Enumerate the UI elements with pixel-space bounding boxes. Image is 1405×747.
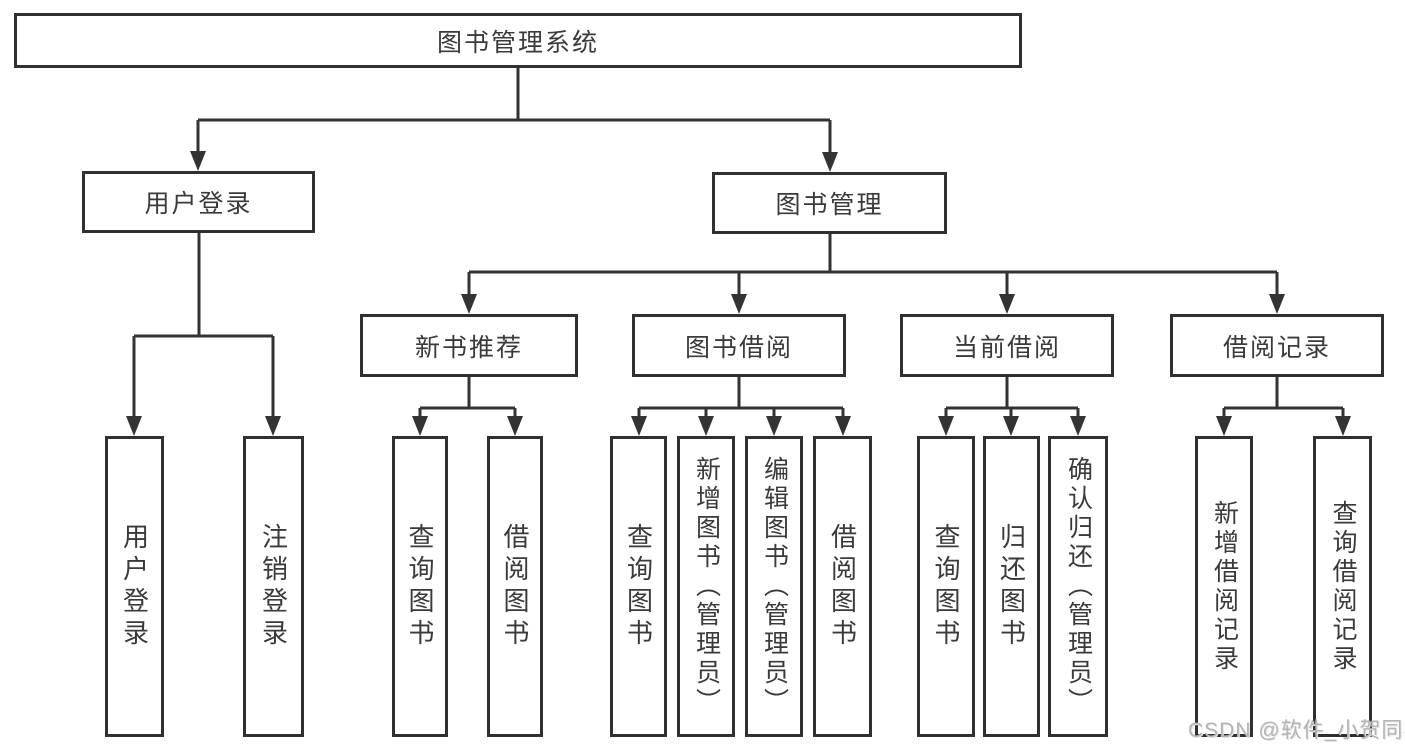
- node-borrow-records-label: 借阅记录: [1222, 333, 1331, 362]
- leaf-user-login-label: 用户登录: [119, 522, 150, 651]
- arrowhead: [412, 416, 428, 436]
- arrowhead: [766, 416, 782, 436]
- arrowhead: [507, 416, 523, 436]
- leaf-add-books-admin: 新增图书（管理员）: [677, 436, 735, 737]
- node-book-borrow: 图书借阅: [632, 314, 846, 377]
- node-user-login-label: 用户登录: [144, 190, 253, 218]
- leaf-confirm-return-admin-label: 确认归还（管理员）: [1064, 456, 1093, 717]
- wire-newbook-split: [418, 377, 517, 420]
- arrowhead: [190, 151, 206, 171]
- arrowhead: [938, 416, 954, 436]
- leaf-query-borrow-record-label: 查询借阅记录: [1329, 499, 1357, 674]
- node-current-borrow-label: 当前借阅: [952, 333, 1061, 362]
- leaf-borrow-query-books: 查询图书: [610, 436, 667, 737]
- node-root-label: 图书管理系统: [436, 28, 599, 57]
- leaf-newbook-borrow-books-label: 借阅图书: [500, 522, 530, 651]
- node-new-book-recommend-label: 新书推荐: [414, 333, 523, 362]
- arrowhead: [1216, 416, 1232, 436]
- node-borrow-records: 借阅记录: [1170, 314, 1384, 377]
- arrowhead: [1335, 416, 1351, 436]
- arrowhead: [1070, 416, 1086, 436]
- csdn-watermark: CSDN @软件_小贺同学: [1188, 719, 1405, 742]
- node-root: 图书管理系统: [14, 13, 1022, 68]
- arrowhead: [126, 416, 142, 436]
- node-current-borrow: 当前借阅: [900, 314, 1114, 377]
- leaf-edit-books-admin: 编辑图书（管理员）: [745, 436, 803, 737]
- leaf-logout-label: 注销登录: [258, 522, 289, 651]
- leaf-add-borrow-record: 新增借阅记录: [1195, 436, 1253, 737]
- wire-records-split: [1222, 377, 1345, 420]
- arrowhead: [835, 416, 851, 436]
- node-book-management: 图书管理: [712, 172, 947, 234]
- leaf-query-borrow-record: 查询借阅记录: [1313, 436, 1372, 737]
- arrowhead: [461, 294, 477, 314]
- node-user-login: 用户登录: [82, 171, 315, 233]
- arrowhead: [1269, 294, 1285, 314]
- arrowhead: [1003, 416, 1019, 436]
- leaf-newbook-query-books-label: 查询图书: [405, 522, 435, 651]
- arrowhead: [999, 294, 1015, 314]
- leaf-borrow-books: 借阅图书: [813, 436, 872, 737]
- arrowhead: [698, 416, 714, 436]
- leaf-current-query-books: 查询图书: [917, 436, 975, 737]
- leaf-current-query-books-label: 查询图书: [931, 522, 961, 651]
- arrowhead: [631, 416, 647, 436]
- leaf-logout: 注销登录: [243, 436, 304, 737]
- leaf-add-borrow-record-label: 新增借阅记录: [1210, 499, 1239, 674]
- leaf-borrow-query-books-label: 查询图书: [623, 522, 654, 651]
- leaf-return-books-label: 归还图书: [996, 522, 1027, 651]
- wire-root-split: [196, 68, 832, 158]
- leaf-add-books-admin-label: 新增图书（管理员）: [692, 456, 721, 717]
- node-book-management-label: 图书管理: [775, 191, 884, 219]
- arrowhead: [822, 152, 838, 172]
- arrowhead: [265, 416, 281, 436]
- leaf-newbook-query-books: 查询图书: [392, 436, 448, 737]
- wire-current-split: [944, 377, 1080, 420]
- leaf-user-login: 用户登录: [105, 436, 164, 737]
- leaf-newbook-borrow-books: 借阅图书: [487, 436, 543, 737]
- leaf-borrow-books-label: 借阅图书: [827, 522, 858, 651]
- wire-borrow-split: [637, 377, 845, 420]
- wire-user-split: [132, 233, 275, 420]
- wire-mgmt-split: [467, 234, 1279, 298]
- leaf-edit-books-admin-label: 编辑图书（管理员）: [760, 456, 789, 717]
- node-new-book-recommend: 新书推荐: [360, 314, 578, 377]
- node-book-borrow-label: 图书借阅: [684, 333, 793, 362]
- arrowhead: [731, 294, 747, 314]
- leaf-confirm-return-admin: 确认归还（管理员）: [1048, 436, 1108, 737]
- leaf-return-books: 归还图书: [983, 436, 1040, 737]
